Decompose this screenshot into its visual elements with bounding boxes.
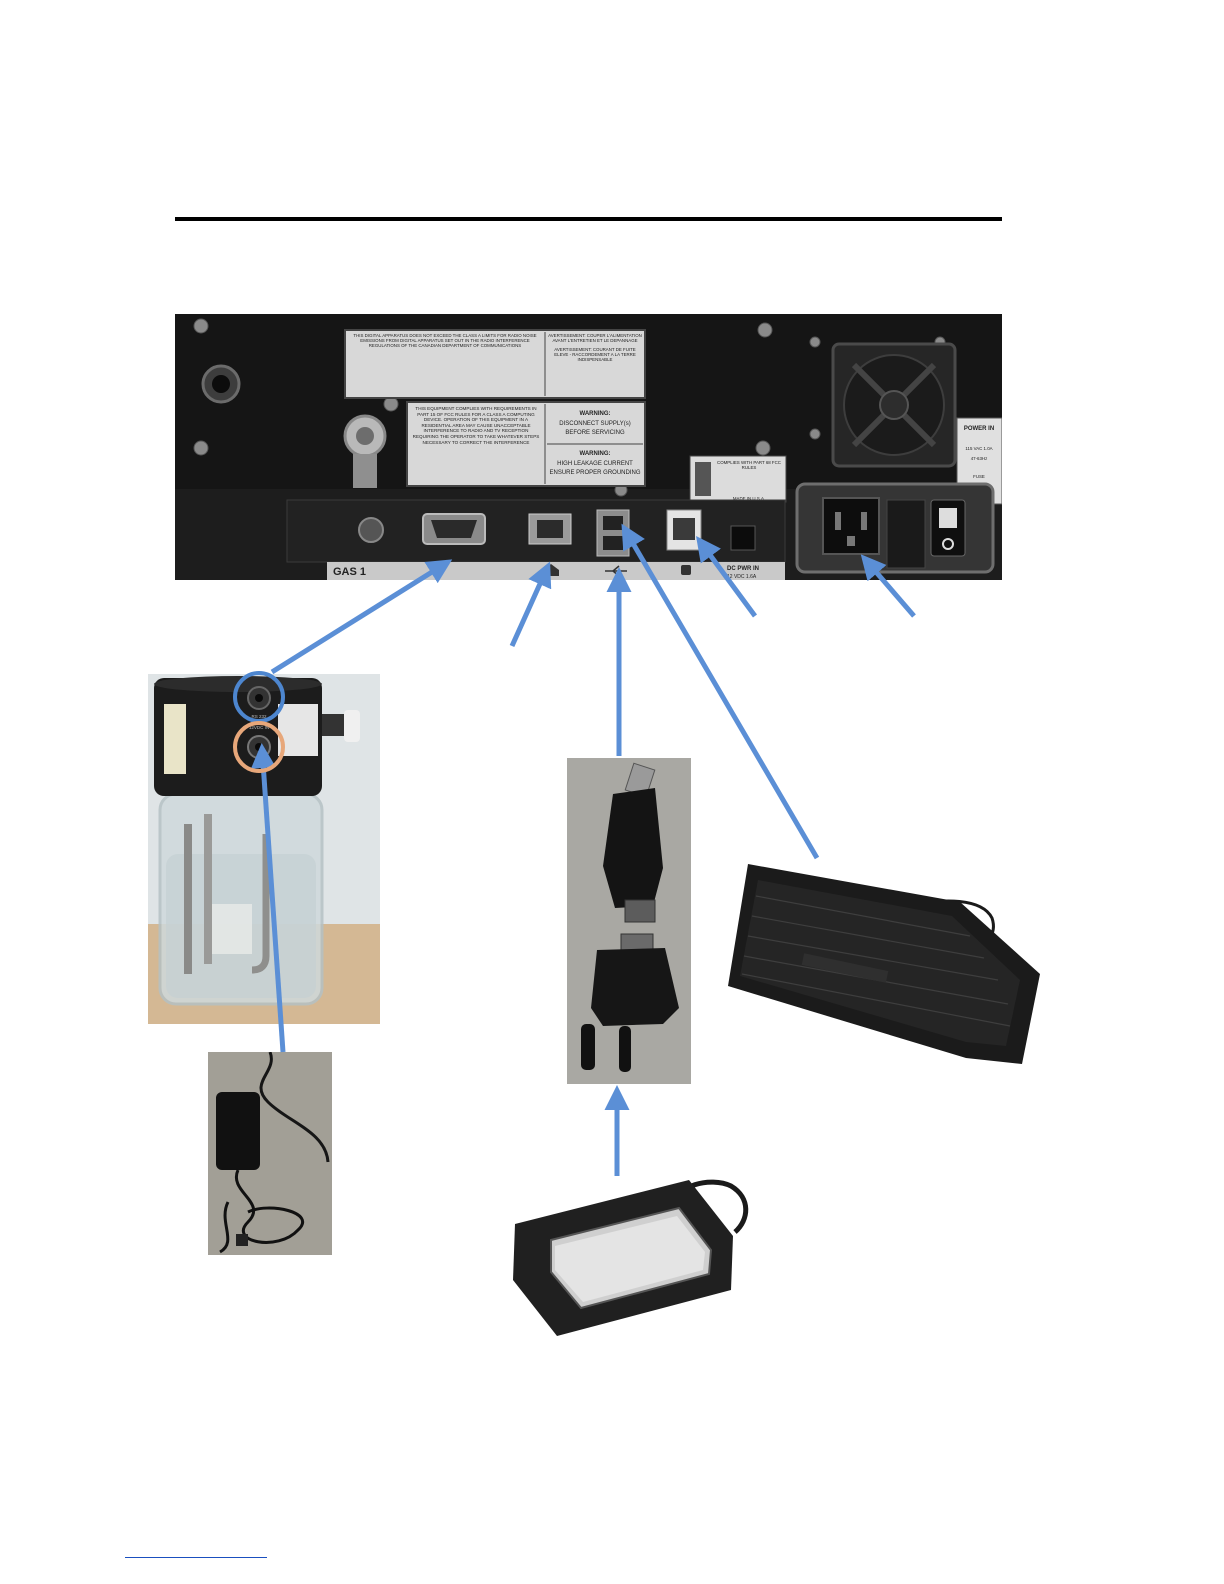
power-adapter-photo [208, 1052, 332, 1255]
warning-label: THIS EQUIPMENT COMPLIES WITH REQUIREMENT… [406, 401, 646, 487]
arrow-to-phone-jack [696, 535, 758, 618]
arrow-keyboard-to-usb [621, 523, 820, 860]
arrow-to-ethernet [509, 561, 552, 648]
phone-jack-icon [681, 565, 691, 575]
emissions-text-en: THIS DIGITAL APPARATUS DOES NOT EXCEED T… [353, 333, 537, 348]
power-in-freq: 47-63Hz [971, 456, 988, 461]
dc-port-spec: 12 VDC 1.6A [727, 574, 757, 580]
rs232-highlight-circle [233, 671, 285, 723]
warning-title-2: WARNING: [580, 451, 611, 457]
fuse-label: FUSE [973, 474, 985, 479]
header-rule [175, 217, 1002, 221]
keyboard-photo [722, 858, 1048, 1068]
usb-serial-cable-photo [567, 758, 691, 1084]
warning-text-2a: HIGH LEAKAGE CURRENT [557, 461, 633, 467]
warning-text-1b: BEFORE SERVICING [565, 430, 625, 436]
compliance-text: COMPLIES WITH PART 68 FCC RULES [717, 460, 781, 470]
serial-port [422, 513, 486, 545]
made-in-text: MADE IN U.S.A. [733, 496, 765, 501]
dc-power-jack [730, 525, 756, 551]
power-jack-highlight-circle [233, 721, 285, 773]
cooling-fan [831, 342, 957, 468]
dc-port-label: DC PWR IN [727, 566, 759, 572]
gas-port-label: GAS 1 [333, 566, 366, 578]
arrow-rs232-to-serial [270, 559, 453, 675]
arrow-adapter-to-vessel [250, 743, 286, 1053]
arrow-to-power-entry [860, 554, 916, 618]
warning-title-1: WARNING: [580, 411, 611, 417]
ethernet-port [528, 513, 572, 545]
emissions-label: THIS DIGITAL APPARATUS DOES NOT EXCEED T… [344, 329, 646, 399]
warning-text-2b: ENSURE PROPER GROUNDING [549, 470, 640, 476]
phone-jack-port [666, 509, 702, 551]
signature-pad-photo [511, 1176, 773, 1339]
power-jack-label: 12VDC IN [249, 725, 269, 730]
avertissement-text: AVERTISSEMENT: COUPER L'ALIMENTATION AVA… [548, 333, 642, 362]
power-in-spec: 115 VAC 1.0A [965, 446, 992, 451]
round-din-port [358, 517, 384, 543]
rs232-jack-label: RS 232 [251, 714, 267, 719]
fcc-part15-text: THIS EQUIPMENT COMPLIES WITH REQUIREMENT… [412, 406, 540, 445]
power-entry-module [795, 482, 995, 574]
power-in-title: POWER IN [964, 426, 994, 432]
warning-text-1a: DISCONNECT SUPPLY(s) [559, 421, 630, 427]
footer-rule [125, 1557, 267, 1558]
